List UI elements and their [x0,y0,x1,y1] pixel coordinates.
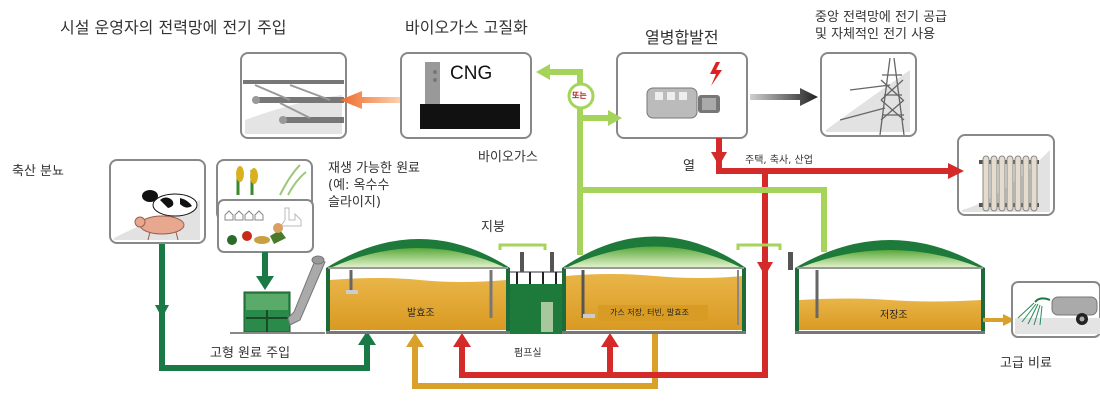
heat-label: 열 [683,159,695,174]
fermenter-label: 발효조 [407,308,435,319]
radiator-box [957,134,1055,216]
chp-label: 열병합발전 [645,28,719,47]
biogas-label: 바이오가스 [478,150,538,165]
power-arrow [750,88,818,106]
biogas-pipe [548,69,827,255]
power-supply-label: 중앙 전력망에 전기 공급 및 자체적인 전기 사용 [815,9,947,43]
power-tower-icon [839,57,905,136]
heat-arrow-up-fermenter [453,333,471,347]
biogas-arrow-cng [536,64,550,80]
heat-arrow-up-post [601,333,619,347]
solid-feed-label: 고형 원료 주입 [210,346,291,361]
livestock-box [109,159,206,244]
feed-arrow-down [155,305,169,318]
biogas-upgrading-label: 바이오가스 고질화 [405,18,528,37]
corn-icon [236,164,307,196]
fertilizer-label: 고급 비료 [1000,356,1052,371]
spreader-icon [1017,302,1043,326]
heat-users-label: 주택, 축사, 산업 [745,155,813,166]
biogas-arrow-chp [608,110,622,126]
pig-icon [134,215,185,241]
grid-injection-label: 시설 운영자의 전력망에 전기 주입 [60,18,287,37]
cng-box [400,52,532,139]
heat-arrow-down-chp [711,152,727,166]
engine-icon [646,87,720,119]
heat-arrow-radiator [948,163,964,179]
organic-waste-icon [224,207,302,245]
renewable-line-2: (예: 옥수수 [328,178,390,193]
digestate-pipe [412,332,658,389]
renewable-line-3: 슬라이지) [328,195,381,210]
storage-tank-label: 저장조 [880,310,908,321]
radiator-icon [979,155,1039,212]
renewable-box [216,159,314,253]
post-fermenter-label: 가스 저장, 터빈, 발효조 [610,308,689,317]
power-supply-line-2: 및 자체적인 전기 사용 [815,27,936,42]
power-tower-box [820,52,917,137]
power-supply-line-1: 중앙 전력망에 전기 공급 [815,10,947,25]
pump-room [510,252,562,334]
fermenter-tank [326,239,510,334]
fertilizer-arrow [1003,314,1015,326]
truck-icon [1034,296,1098,325]
roof-label: 지붕 [481,220,505,235]
or-label: 또는 [572,91,587,100]
solid-feeder [230,255,326,334]
digestate-arrow-up [406,333,424,347]
storage-tank [788,240,985,334]
feed-arrow-renewable [256,276,274,290]
lightning-icon [710,62,722,86]
renewable-line-1: 재생 가능한 원료 [328,161,420,176]
chp-box [616,52,748,139]
renewable-label: 재생 가능한 원료 (예: 옥수수 슬라이지) [328,160,420,211]
cng-label: CNG [450,63,493,84]
heat-arrow-down-tank [757,262,773,276]
post-fermenter-tank [562,236,746,334]
gas-grid-pipe-box [240,52,347,139]
orange-arrow [340,91,400,109]
or-junction [567,82,595,110]
fertilizer-truck-box [1011,281,1100,338]
livestock-manure-label: 축산 분뇨 [12,164,64,179]
door-icon [541,302,553,332]
cow-icon [142,190,198,217]
feed-arrow-up [358,331,376,345]
pump-room-label: 펌프실 [514,348,542,359]
